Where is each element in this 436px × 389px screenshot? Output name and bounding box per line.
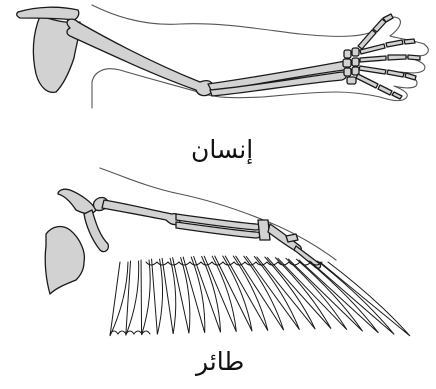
covert-feather-edge xyxy=(146,262,322,265)
feather xyxy=(267,258,331,329)
bird-coracoid-bone xyxy=(45,227,84,294)
feather xyxy=(162,258,176,334)
feather xyxy=(152,259,163,334)
human-clavicle-bone xyxy=(17,7,79,20)
human-ring-finger-bones xyxy=(359,66,416,80)
bird-wing-feathers xyxy=(110,256,410,336)
feather xyxy=(288,259,362,331)
feather xyxy=(194,257,221,333)
feather xyxy=(110,262,128,336)
bird-label: طائر xyxy=(196,347,244,376)
human-arm-illustration xyxy=(17,5,429,108)
feather xyxy=(309,261,394,334)
human-humerus-bone xyxy=(67,19,213,96)
bird-furcula-bone xyxy=(84,210,108,252)
feather xyxy=(320,262,410,336)
bird-alula-bone xyxy=(286,234,298,242)
bird-scapula-bone xyxy=(58,189,96,214)
human-label: إنسان xyxy=(191,135,253,164)
human-middle-finger-bones xyxy=(360,55,420,62)
feather xyxy=(141,260,150,335)
lower-feather-edge xyxy=(110,331,150,334)
bird-humerus-bone xyxy=(102,200,180,225)
